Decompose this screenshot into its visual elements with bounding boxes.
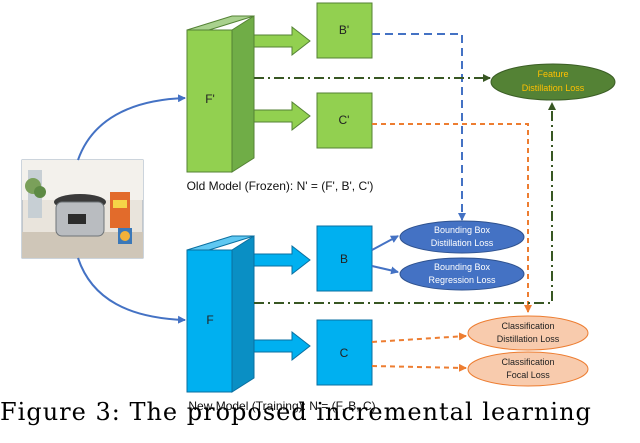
feature-distillation-loss: Feature Distillation Loss (490, 63, 616, 101)
new-feature-backbone: F (186, 235, 255, 393)
old-feature-backbone: F' (186, 15, 255, 173)
bbox-distillation-loss: Bounding Box Distillation Loss (399, 220, 525, 254)
classification-focal-loss: Classification Focal Loss (467, 351, 589, 387)
bbox-distillation-loss-line2: Distillation Loss (431, 238, 494, 248)
old-class-head-label: C' (339, 113, 350, 127)
bbox-regression-loss: Bounding Box Regression Loss (399, 257, 525, 291)
classification-distillation-loss-line1: Classification (501, 321, 554, 331)
old-box-head: B' (316, 2, 373, 59)
new-box-to-bbox-distillation-line (371, 235, 399, 251)
new-class-head: C (316, 319, 373, 386)
feature-distillation-loss-line2: Distillation Loss (522, 83, 585, 93)
old-class-head: C' (316, 92, 373, 149)
new-box-head-label: B (340, 252, 348, 266)
new-box-head: B (316, 225, 373, 292)
classification-focal-loss-line1: Classification (501, 357, 554, 367)
image-to-new-backbone-arrow (77, 257, 186, 324)
new-class-head-label: C (340, 346, 349, 360)
new-feature-label: F (206, 313, 213, 327)
new-to-class-head-arrow (253, 330, 311, 362)
new-class-to-class-distillation-line (371, 332, 467, 343)
classification-distillation-loss-line2: Distillation Loss (497, 334, 560, 344)
old-model-caption: Old Model (Frozen): N' = (F', B', C') (187, 179, 374, 193)
feature-distillation-loss-line1: Feature (537, 69, 568, 79)
figure-caption: Figure 3: The proposed incremental learn… (0, 398, 592, 426)
bbox-regression-loss-line1: Bounding Box (434, 262, 491, 272)
image-to-old-backbone-arrow (77, 94, 186, 161)
classification-focal-loss-line2: Focal Loss (506, 370, 550, 380)
old-class-to-class-distillation-line (372, 123, 532, 313)
classification-distillation-loss: Classification Distillation Loss (467, 315, 589, 351)
new-box-to-bbox-regression-line (371, 265, 399, 275)
new-class-to-focal-loss-line (371, 363, 467, 372)
old-feature-label: F' (205, 92, 215, 106)
bbox-distillation-loss-line1: Bounding Box (434, 225, 491, 235)
old-to-box-head-arrow (253, 25, 311, 57)
old-box-to-bbox-distillation-line (372, 33, 466, 221)
new-model-caption: New Model (Training): N = (F, B, C) (188, 399, 375, 413)
old-to-class-head-arrow (253, 100, 311, 132)
bbox-regression-loss-line2: Regression Loss (428, 275, 496, 285)
old-box-head-label: B' (339, 23, 349, 37)
new-to-box-head-arrow (253, 244, 311, 276)
input-image (21, 159, 144, 259)
